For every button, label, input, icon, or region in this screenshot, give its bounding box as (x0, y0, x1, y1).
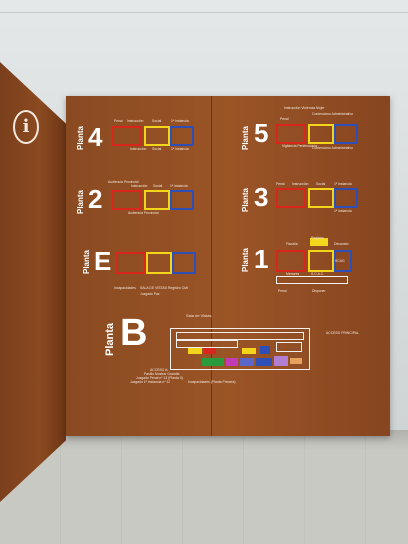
zone-label: ACCESO A: (150, 368, 169, 372)
zone-label: Instrucción (131, 184, 148, 188)
red-wing (116, 252, 146, 274)
zone-label: Vigilancia Penitenciaria (282, 144, 317, 148)
zone-label: Social (316, 182, 326, 186)
room-purple (274, 356, 288, 366)
planta-label: Planta (82, 249, 91, 274)
blue-wing (172, 252, 196, 274)
yellow-wing (144, 126, 170, 146)
zone-label: Juzgado 1ª Instancia nº 12 (130, 380, 171, 384)
zone-label: ACCESO PRINCIPAL (326, 331, 359, 335)
zone-label: 1ª Instancia (171, 147, 189, 151)
zone-label: Instrucción (130, 147, 147, 151)
red-wing (112, 190, 142, 210)
zone-label: Pasillo Mostrar Guardia (144, 372, 180, 376)
floor-number: 2 (88, 184, 103, 214)
room-green (202, 358, 224, 366)
yellow-wing (308, 188, 334, 208)
zone-label: Incapacidades (114, 286, 136, 290)
zone-label: Instrucción Violencia Mujer (284, 106, 325, 110)
map-outline (170, 328, 310, 370)
floor-number: 4 (88, 122, 103, 152)
zone-label: 1ª Instancia (171, 119, 189, 123)
zone-label: Contencioso Administrativo (312, 146, 353, 150)
zone-label: Menores (286, 272, 300, 276)
map-corridor (176, 332, 304, 340)
floor-number: 1 (254, 244, 269, 274)
zone-label: Audiencia Provincial (108, 180, 139, 184)
info-icon: i (13, 110, 39, 144)
zone-label: Social (152, 147, 162, 151)
yellow-wing (308, 250, 334, 272)
zone-label: Disponer (312, 289, 326, 293)
blue-wing (170, 126, 194, 146)
red-wing (276, 250, 306, 272)
map-hall (176, 340, 238, 348)
zone-label: Social (152, 119, 162, 123)
zone-label: 1ª Instancia (170, 184, 188, 188)
room-yellow (188, 348, 202, 354)
zone-label: Incapacidades (Planta Primera) (188, 380, 236, 384)
zone-label: Penal (276, 182, 285, 186)
yellow-highlight (310, 238, 328, 246)
zone-label: Penal (278, 289, 287, 293)
planta-label: Planta (76, 125, 85, 150)
room-indigo (240, 358, 254, 366)
zone-label: Instrucción (127, 119, 144, 123)
room-red (204, 348, 216, 354)
zone-label: Contencioso Administrativo (312, 112, 353, 116)
zone-label: Instrucción (292, 182, 309, 186)
yellow-wing (144, 190, 170, 210)
zone-label: Decanato (334, 242, 349, 246)
yellow-wing (146, 252, 172, 274)
zone-label: Juzgado Penal nº 13 (Planta 0) (136, 376, 183, 380)
room-magenta (226, 358, 238, 366)
basement-floor-plan (166, 320, 320, 376)
zone-label: SCAG (335, 259, 345, 263)
zone-label: 1ª Instancia (334, 209, 352, 213)
red-wing (112, 126, 142, 146)
planta-label: Planta (241, 187, 250, 212)
planta-label: Planta (104, 322, 116, 356)
blue-wing (334, 188, 358, 208)
room-orange (290, 358, 302, 364)
room-yellow (242, 348, 256, 354)
floor-number: 3 (254, 182, 269, 212)
wall-trim (0, 12, 408, 13)
floor-directory-board (66, 96, 390, 436)
tiled-floor (0, 430, 408, 544)
map-room (276, 342, 302, 352)
floor-number: 5 (254, 118, 269, 148)
zone-label: Fiscalía (286, 242, 298, 246)
planta-label: Planta (76, 189, 85, 214)
zone-label: Sala de Vistas (186, 313, 212, 318)
yellow-wing (308, 124, 334, 144)
planta-label: Planta (241, 247, 250, 272)
board-seam (211, 96, 212, 436)
zone-label: Social (153, 184, 163, 188)
zone-label: Registro (311, 236, 324, 240)
blue-wing (334, 250, 352, 272)
zone-label: 1ª Instancia (334, 182, 352, 186)
floor-number: E (94, 246, 112, 276)
zone-label: Juzgado Paz (140, 292, 160, 296)
zone-label: S.C.A.C. (311, 272, 325, 276)
floor-number: B (120, 312, 148, 354)
planta-label: Planta (241, 125, 250, 150)
zone-label: SALA DE VISTAS (140, 286, 167, 290)
zone-label: Registro Civil (168, 286, 188, 290)
room-blue (260, 346, 270, 354)
blue-wing (334, 124, 358, 144)
red-wing (276, 188, 306, 208)
zone-label: Penal (114, 119, 123, 123)
room-blue (256, 358, 272, 366)
blue-wing (170, 190, 194, 210)
zone-label: Penal (280, 117, 289, 121)
zone-label: Audiencia Provincial (128, 211, 159, 215)
red-wing (276, 124, 306, 144)
white-wing (276, 276, 348, 284)
